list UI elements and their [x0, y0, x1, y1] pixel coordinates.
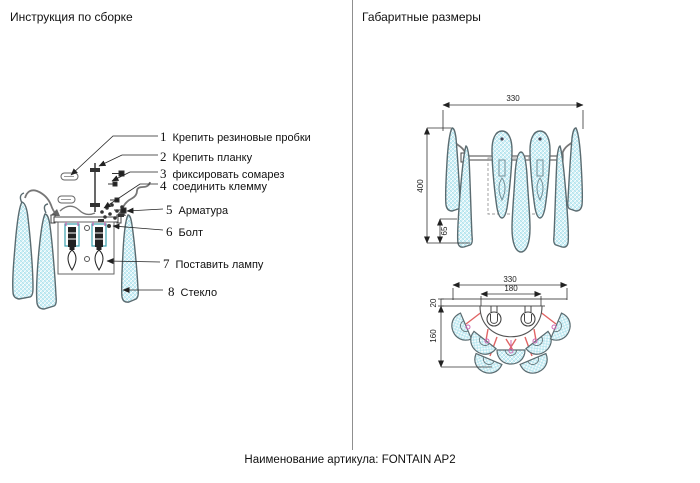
step-number: 2: [160, 149, 167, 164]
bolt: [107, 224, 111, 228]
step-label: фиксировать сомарез: [172, 169, 285, 181]
dim-front-height: 400: [416, 179, 425, 193]
top-view-dimensions: [438, 282, 568, 368]
step-label: соединить клемму: [172, 181, 267, 193]
front-view: 330 400 65: [416, 94, 584, 253]
plate-hole-top: [84, 225, 90, 231]
assembly-diagram: [12, 135, 164, 310]
dimension-drawings: 330 400 65: [416, 94, 584, 374]
dim-top-depth: 20: [429, 298, 438, 307]
step-label: Болт: [178, 227, 204, 239]
assembly-step-5: 5 Арматура: [166, 201, 228, 219]
rubber-plugs: [57, 172, 79, 204]
left-clamp: [50, 209, 60, 216]
article-caption: Наименование артикула: FONTAIN AP2: [244, 454, 456, 466]
assembly-step-2: 2 Крепить планку: [160, 148, 252, 166]
step-label: Арматура: [178, 205, 229, 217]
step-number: 1: [160, 129, 167, 144]
step-number: 4: [160, 178, 167, 193]
glass-fans: [451, 312, 571, 374]
step-number: 8: [168, 284, 175, 299]
assembly-step-1: 1 Крепить резиновые пробки: [160, 128, 311, 146]
step-number: 5: [166, 202, 173, 217]
support-arms: [24, 181, 151, 216]
dim-top-height: 160: [429, 329, 438, 343]
top-view: 330 180 20 160: [429, 275, 571, 374]
mounting-strip: [90, 163, 100, 212]
step-label: Крепить планку: [172, 152, 253, 164]
panel-divider: [352, 0, 353, 450]
candle-holders: [64, 222, 107, 271]
step-label: Стекло: [180, 287, 218, 299]
assembly-step-7: 7 Поставить лампу: [163, 255, 263, 273]
leader-lines: [70, 135, 164, 293]
assembly-step-6: 6 Болт: [166, 223, 203, 241]
assembly-step-3: 3 фиксировать сомарез: [160, 165, 284, 183]
dim-top-inner-width: 180: [504, 284, 518, 293]
front-view-dimensions: [424, 102, 584, 244]
left-panel-title: Инструкция по сборке: [10, 10, 133, 24]
dim-front-offset: 65: [440, 226, 449, 235]
step-label: Поставить лампу: [175, 259, 264, 271]
right-panel-title: Габаритные размеры: [362, 10, 481, 24]
pink-pivots: [465, 324, 557, 354]
bulb-sockets: [486, 306, 536, 327]
dim-top-width: 330: [503, 275, 517, 284]
step-label: Крепить резиновые пробки: [172, 132, 311, 144]
step-number: 6: [166, 224, 173, 239]
glass-pieces: [12, 192, 139, 310]
assembly-step-8: 8 Стекло: [168, 283, 217, 301]
step-number: 3: [160, 166, 167, 181]
dim-front-width: 330: [506, 94, 520, 103]
assembly-step-4: 4 соединить клемму: [160, 177, 267, 195]
plate-hole-bottom: [84, 256, 90, 262]
step-number: 7: [163, 256, 170, 271]
